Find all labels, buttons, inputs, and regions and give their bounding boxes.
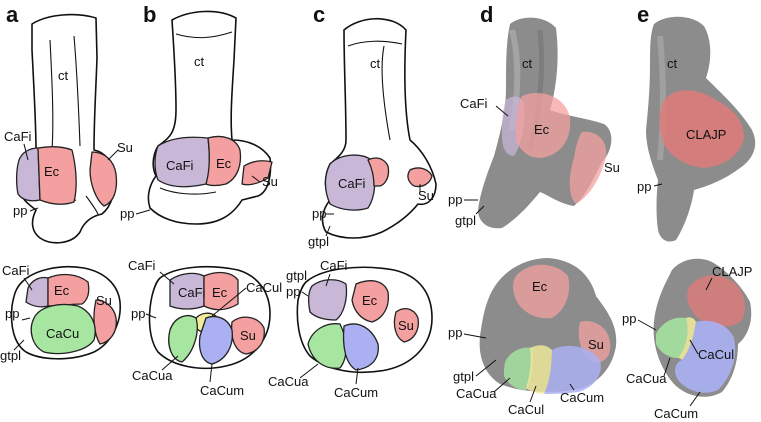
panel-d-cacum-label: CaCum [560, 390, 604, 405]
panel-e-distal-photo: CLAJP pp CaCul CaCua CaCum [622, 259, 752, 421]
panel-a-d-pp-label: pp [5, 306, 19, 321]
panel-e-d-clajp-label: CLAJP [712, 264, 752, 279]
panel-d-photo: ct CaFi Ec Su pp gtpl [448, 18, 620, 229]
panel-d-pp-label: pp [448, 192, 462, 207]
panel-a-cafi-facet [17, 148, 40, 201]
panel-letter-d: d [480, 2, 493, 27]
panel-e-cacum-label: CaCum [654, 406, 698, 421]
panel-letter-a: a [6, 2, 19, 27]
panel-e-photo: ct CLAJP pp [637, 17, 755, 242]
panel-a-pp-label: pp [13, 203, 27, 218]
panel-e-cacul-label: CaCul [698, 347, 734, 362]
panel-d-ec-label: Ec [534, 122, 550, 137]
panel-b-pp-label: pp [120, 206, 134, 221]
panel-d-d-gtpl-label: gtpl [453, 369, 474, 384]
panel-c-d-cafi-facet [309, 280, 347, 320]
panel-a-ec-label: Ec [44, 164, 60, 179]
panel-b-ct-label: ct [194, 54, 205, 69]
panel-d-su-label: Su [604, 160, 620, 175]
panel-c-cacum-label: CaCum [334, 385, 378, 400]
panel-b-drawing: ct CaFi Ec Su pp [120, 11, 278, 224]
panel-b-bone-outline [148, 11, 270, 224]
panel-c-drawing: ct CaFi Su pp gtpl [308, 19, 436, 249]
panel-a-cacu-label: CaCu [46, 326, 79, 341]
panel-a-d-ec-label: Ec [54, 283, 70, 298]
panel-a-bone-outline [18, 15, 115, 243]
panel-letter-b: b [143, 2, 156, 27]
panel-d-ct-label: ct [522, 56, 533, 71]
panel-e-ct-label: ct [667, 56, 678, 71]
panel-b-d-ec-label: Ec [212, 285, 228, 300]
panel-b-d-cafi-label: CaFi [128, 258, 156, 273]
panel-b-cafi-label: CaFi [166, 158, 194, 173]
panel-b-su-label: Su [262, 174, 278, 189]
panel-c-d-ec-label: Ec [362, 293, 378, 308]
panel-letter-c: c [313, 2, 325, 27]
panel-a-d-cafi-label: CaFi [2, 263, 30, 278]
panel-d-cacua-label: CaCua [456, 386, 497, 401]
panel-c-d-cafi-label: CaFi [320, 258, 348, 273]
panel-c-ct-label: ct [370, 56, 381, 71]
panel-e-d-pp-label: pp [622, 311, 636, 326]
panel-a-dorsal-drawing: ct CaFi Ec Su pp [4, 15, 133, 243]
panel-a-su-label: Su [117, 140, 133, 155]
panel-b-d-cafi-inner-label: CaFi [178, 285, 206, 300]
panel-a-distal-drawing: CaFi Ec Su pp CaCu gtpl [0, 263, 120, 363]
panel-d-cacul-label: CaCul [508, 402, 544, 417]
panel-c-d-pp-label: pp [286, 284, 300, 299]
panel-d-distal-photo: Ec Su pp gtpl CaCua CaCul CaCum [448, 258, 616, 417]
panel-a-cafi-label: CaFi [4, 129, 32, 144]
panel-b-distal-drawing: CaFi CaFi Ec Su CaCul pp CaCua CaCum [128, 258, 282, 398]
panel-letter-e: e [637, 2, 649, 27]
panel-b-cacum-label: CaCum [200, 383, 244, 398]
panel-c-distal-drawing: CaFi gtpl pp Ec Su CaCua CaCum [268, 258, 432, 400]
panel-c-cafi-label: CaFi [338, 176, 366, 191]
panel-b-d-su-label: Su [240, 328, 256, 343]
panel-c-gtpl-label: gtpl [308, 234, 329, 249]
panel-b-cacul-label: CaCul [246, 280, 282, 295]
panel-d-d-su-label: Su [588, 337, 604, 352]
panel-c-pp-label: pp [312, 206, 326, 221]
panel-b-cacua-label: CaCua [132, 368, 173, 383]
panel-e-clajp-label: CLAJP [686, 127, 726, 142]
panel-d-d-pp-label: pp [448, 325, 462, 340]
panel-c-d-gtpl-label: gtpl [286, 268, 307, 283]
panel-a-d-su-label: Su [96, 293, 112, 308]
panel-d-gtpl-label: gtpl [455, 213, 476, 228]
panel-a-d-gtpl-label: gtpl [0, 348, 21, 363]
panel-c-d-su-label: Su [398, 318, 414, 333]
panel-b-ec-label: Ec [216, 156, 232, 171]
panel-d-cafi-label: CaFi [460, 96, 488, 111]
panel-b-d-pp-label: pp [131, 306, 145, 321]
panel-d-d-ec-label: Ec [532, 279, 548, 294]
panel-a-ct-label: ct [58, 68, 69, 83]
panel-e-pp-label: pp [637, 179, 651, 194]
panel-e-cacua-label: CaCua [626, 371, 667, 386]
